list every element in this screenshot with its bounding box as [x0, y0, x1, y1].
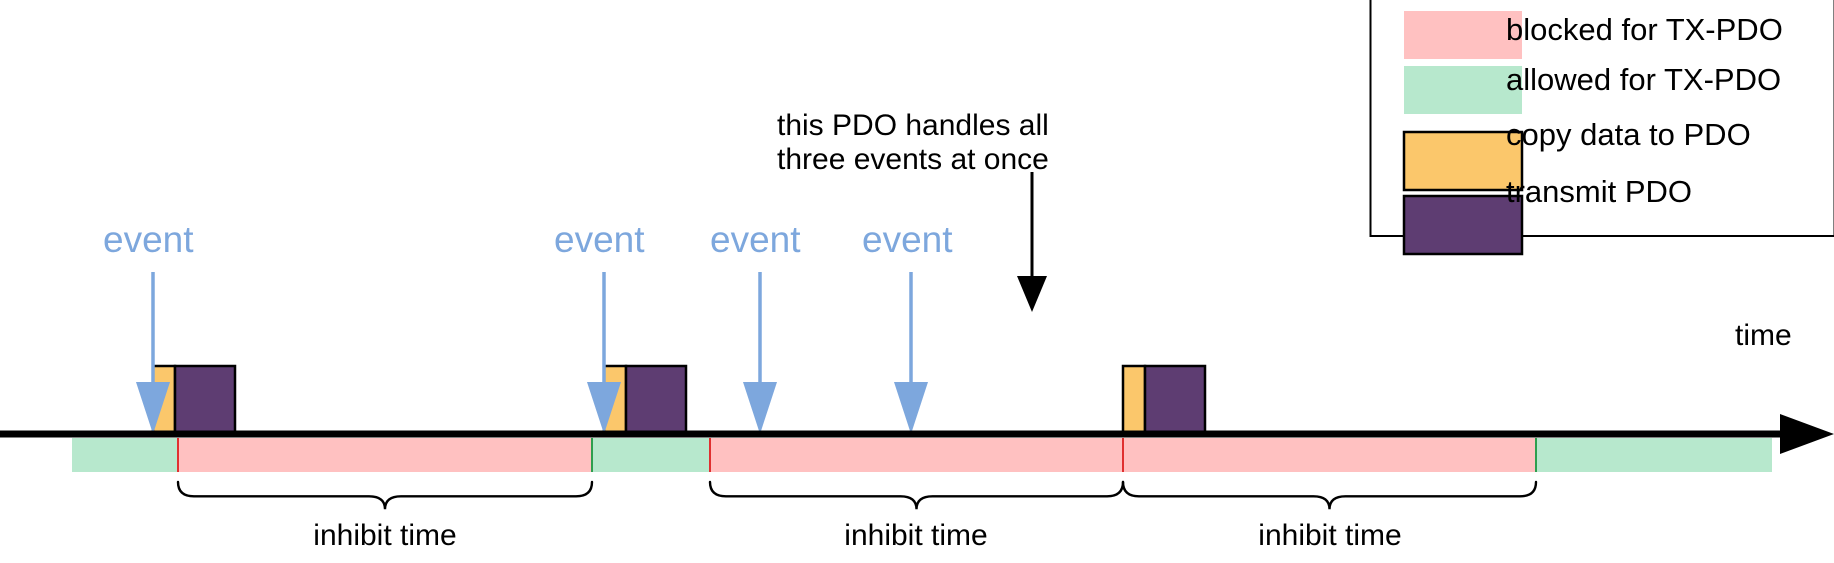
transmit-pdo-box-2 [624, 364, 688, 436]
transmit-pdo-box-1 [173, 364, 237, 436]
annotation-text-line1: this PDO handles all [777, 109, 1049, 142]
legend-swatch-transmit [1402, 194, 1524, 256]
time-axis-arrowhead [1780, 414, 1834, 454]
inhibit-time-brace-1 [176, 480, 594, 510]
event-label-2: event [554, 219, 645, 260]
band-segment-blocked-3 [710, 438, 1123, 472]
band-segment-blocked-1 [178, 438, 592, 472]
inhibit-time-brace-3 [1121, 480, 1538, 510]
legend-swatch-blocked [1404, 11, 1522, 59]
inhibit-time-label-2: inhibit time [844, 519, 988, 552]
legend-label-1: allowed for TX-PDO [1506, 62, 1782, 97]
band-segment-allowed-0 [72, 438, 178, 472]
legend-label-3: transmit PDO [1506, 174, 1693, 209]
transmit-pdo-box-3 [1143, 364, 1207, 436]
inhibit-time-brace-2 [708, 480, 1125, 510]
legend-swatch-allowed [1404, 66, 1522, 114]
inhibit-time-label-1: inhibit time [313, 519, 457, 552]
legend-swatch-copy [1402, 130, 1524, 192]
event-arrow-head-3 [743, 382, 777, 434]
event-arrow-head-1 [136, 382, 170, 434]
event-label-3: event [710, 219, 801, 260]
band-segment-allowed-5 [1536, 438, 1772, 472]
inhibit-time-label-3: inhibit time [1258, 519, 1402, 552]
axis-time-label: time [1735, 319, 1792, 352]
legend-label-0: blocked for TX-PDO [1506, 12, 1783, 47]
event-arrow-head-2 [587, 382, 621, 434]
annotation-arrow-head [1017, 276, 1047, 312]
event-label-4: event [862, 219, 953, 260]
annotation-text-line2: three events at once [777, 143, 1049, 176]
copy-data-box-3 [1121, 364, 1147, 436]
band-segment-blocked-4 [1123, 438, 1536, 472]
event-arrow-head-4 [894, 382, 928, 434]
band-segment-allowed-2 [592, 438, 710, 472]
event-label-1: event [103, 219, 194, 260]
legend-label-2: copy data to PDO [1506, 117, 1751, 152]
